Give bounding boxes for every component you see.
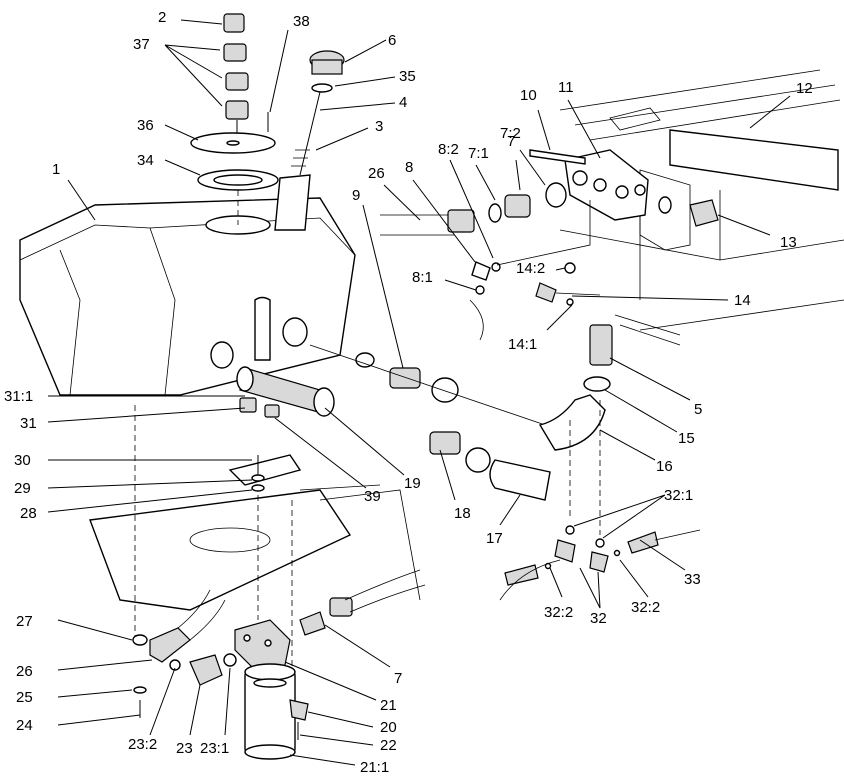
label-7-top: 7 xyxy=(507,133,515,150)
label-9: 9 xyxy=(352,187,360,204)
label-32-1: 32:1 xyxy=(664,487,693,504)
label-21-1: 21:1 xyxy=(360,759,389,776)
suction-strainer xyxy=(236,366,335,418)
label-21: 21 xyxy=(380,697,397,714)
label-26-top: 26 xyxy=(368,165,385,182)
label-7-1: 7:1 xyxy=(468,145,489,162)
label-39: 39 xyxy=(364,488,381,505)
label-32-2-right: 32:2 xyxy=(631,599,660,616)
label-15: 15 xyxy=(678,430,695,447)
label-6: 6 xyxy=(388,32,396,49)
label-7-bottom: 7 xyxy=(394,670,402,687)
label-10: 10 xyxy=(520,87,537,104)
label-30: 30 xyxy=(14,452,31,469)
label-38: 38 xyxy=(293,13,310,30)
label-36: 36 xyxy=(137,117,154,134)
label-18: 18 xyxy=(454,505,471,522)
hydraulic-tank xyxy=(19,174,356,396)
label-31-1: 31:1 xyxy=(4,388,33,405)
label-13: 13 xyxy=(780,234,797,251)
label-24: 24 xyxy=(16,717,33,734)
label-26-bottom: 26 xyxy=(16,663,33,680)
frame-rail xyxy=(559,69,844,331)
label-8-1: 8:1 xyxy=(412,269,433,286)
label-22: 22 xyxy=(380,737,397,754)
label-8-2: 8:2 xyxy=(438,141,459,158)
label-11: 11 xyxy=(558,79,574,96)
label-32: 32 xyxy=(590,610,607,627)
label-19: 19 xyxy=(404,475,421,492)
label-1: 1 xyxy=(52,161,60,178)
label-31: 31 xyxy=(20,415,37,432)
label-32-2-left: 32:2 xyxy=(544,604,573,621)
label-2: 2 xyxy=(158,9,166,26)
upper-hose-fittings xyxy=(309,182,591,431)
label-3: 3 xyxy=(375,118,383,135)
label-33: 33 xyxy=(684,571,701,588)
label-27: 27 xyxy=(16,613,33,630)
label-28: 28 xyxy=(20,505,37,522)
leader-lines xyxy=(47,19,791,766)
manifold-block xyxy=(529,149,719,227)
label-20: 20 xyxy=(380,719,397,736)
label-8: 8 xyxy=(405,159,413,176)
label-14-2: 14:2 xyxy=(516,260,545,277)
label-12: 12 xyxy=(796,80,813,97)
label-16: 16 xyxy=(656,458,673,475)
lower-left-fittings xyxy=(132,569,426,718)
lower-hose-fittings xyxy=(429,262,681,501)
label-7-2: 7:2 xyxy=(500,125,521,142)
label-4: 4 xyxy=(399,94,407,111)
label-23-1: 23:1 xyxy=(200,740,229,757)
label-29: 29 xyxy=(14,480,31,497)
label-34: 34 xyxy=(137,152,154,169)
filter-assembly xyxy=(234,619,309,760)
mount-plate xyxy=(89,405,421,710)
label-23: 23 xyxy=(176,740,193,757)
label-35: 35 xyxy=(399,68,416,85)
label-17: 17 xyxy=(486,530,503,547)
label-25: 25 xyxy=(16,689,33,706)
part-labels: 2 37 38 6 35 4 3 36 34 1 10 11 12 26 8 8… xyxy=(4,9,813,776)
label-14: 14 xyxy=(734,292,751,309)
cap-stack xyxy=(190,13,279,225)
label-14-1: 14:1 xyxy=(508,336,537,353)
label-37: 37 xyxy=(133,36,150,53)
label-5: 5 xyxy=(694,401,702,418)
breather-filler xyxy=(291,50,345,176)
label-23-2: 23:2 xyxy=(128,736,157,753)
